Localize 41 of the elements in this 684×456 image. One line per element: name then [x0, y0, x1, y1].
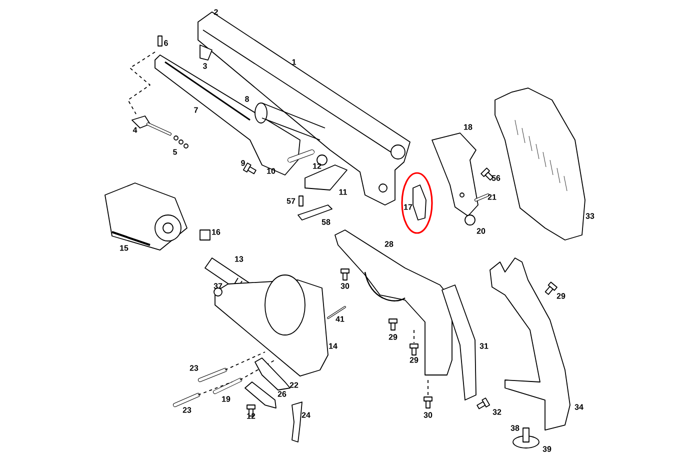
callout-number: 33 [586, 213, 594, 219]
callout-number: 29 [410, 357, 418, 363]
callout-number: 30 [424, 412, 432, 418]
callout-number: 12 [313, 163, 322, 169]
callout-number: 5 [173, 149, 177, 155]
callout-number: 3 [202, 63, 207, 69]
callout-number: 15 [120, 245, 128, 251]
callout-number: 30 [340, 283, 350, 289]
callout-number: 11 [339, 189, 347, 195]
callout-number: 13 [235, 256, 244, 262]
callout-number: 41 [336, 316, 344, 322]
callout-number: 39 [542, 446, 552, 452]
callout-number: 19 [222, 396, 230, 402]
callout-number: 12 [247, 413, 256, 419]
callout-number: 9 [241, 160, 245, 166]
callout-number: 57 [286, 198, 296, 204]
callout-number: 23 [190, 365, 198, 371]
callout-number: 32 [492, 409, 502, 415]
callout-number: 21 [488, 194, 496, 200]
callout-number: 24 [302, 412, 310, 418]
callout-number: 22 [290, 382, 298, 388]
callout-number: 17 [404, 204, 412, 210]
callout-number: 34 [574, 404, 584, 410]
callout-number: 10 [267, 168, 276, 174]
callout-number: 29 [556, 293, 566, 299]
callout-number: 8 [245, 96, 249, 102]
callout-number: 20 [476, 228, 486, 234]
callout-number: 16 [212, 229, 220, 235]
callout-number: 7 [194, 107, 198, 113]
callout-number: 14 [329, 343, 338, 349]
callout-number: 1 [292, 59, 296, 65]
callout-number: 58 [322, 219, 330, 225]
callout-number: 18 [464, 124, 472, 130]
callout-number: 26 [278, 391, 286, 397]
callout-number: 4 [132, 127, 138, 133]
callout-number: 28 [384, 241, 394, 247]
callout-number: 29 [388, 334, 398, 340]
callout-number: 38 [510, 425, 520, 431]
callout-number: 31 [480, 343, 488, 349]
callout-number: 6 [164, 40, 168, 46]
callout-number: 23 [182, 407, 192, 413]
